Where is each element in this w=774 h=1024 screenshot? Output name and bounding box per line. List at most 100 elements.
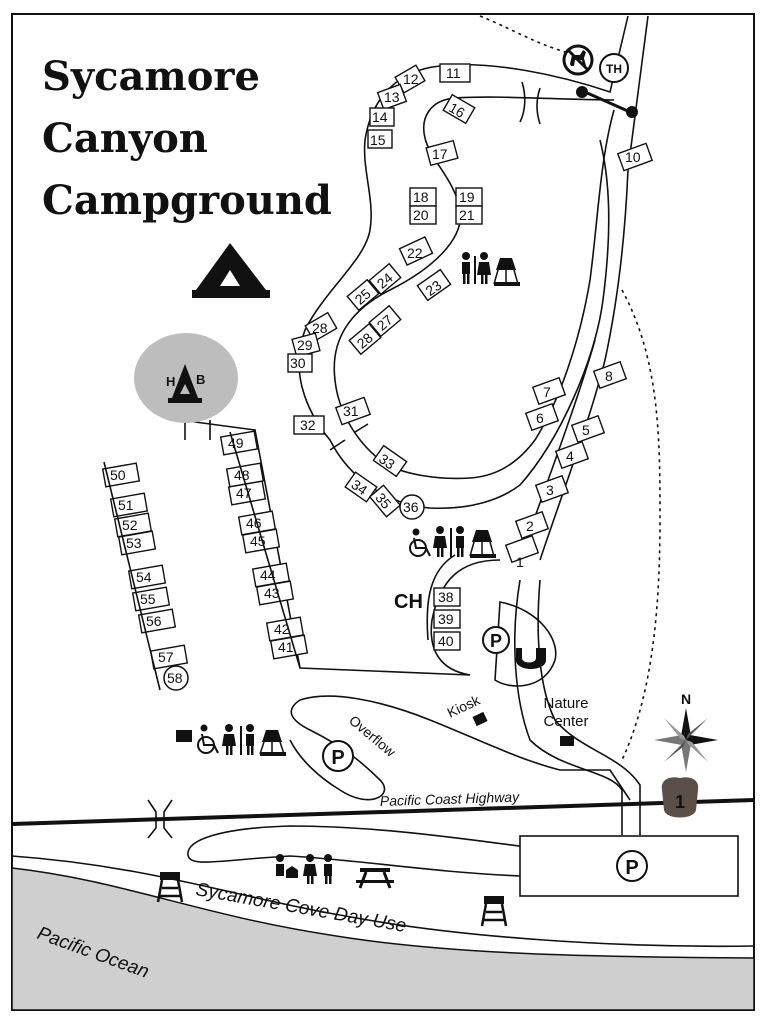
left-column-road <box>103 431 301 691</box>
site-1[interactable]: 1 <box>504 534 540 570</box>
day-use-parking-lot <box>519 835 739 897</box>
site-16[interactable]: 16 <box>442 93 476 125</box>
accessible-icon <box>197 724 219 754</box>
lifeguard-tower-icon <box>156 872 184 903</box>
restroom-shower-group-upper <box>462 252 520 286</box>
svg-text:TH: TH <box>606 62 622 76</box>
site-14[interactable]: 14 <box>369 107 395 127</box>
shower-icon <box>259 730 286 756</box>
site-58[interactable]: 58 <box>163 665 189 691</box>
site-29[interactable]: 29 <box>291 332 321 358</box>
svg-text:B: B <box>196 372 205 387</box>
overflow-lot <box>289 695 631 801</box>
svg-text:42: 42 <box>274 621 290 637</box>
site-11[interactable]: 11 <box>439 63 471 83</box>
site-45[interactable]: 45 <box>241 528 281 554</box>
day-use-restroom-group <box>276 854 332 884</box>
site-55[interactable]: 55 <box>131 586 171 612</box>
svg-text:11: 11 <box>446 65 461 81</box>
site-52[interactable]: 52 <box>113 512 153 538</box>
site-21[interactable]: 21 <box>455 205 483 225</box>
svg-text:Canyon: Canyon <box>42 115 208 162</box>
site-40[interactable]: 40 <box>433 631 461 651</box>
site-3[interactable]: 3 <box>534 474 570 504</box>
site-31[interactable]: 31 <box>334 396 372 426</box>
highway-bridge-left <box>147 799 173 839</box>
site-18[interactable]: 18 <box>409 187 437 207</box>
site-4[interactable]: 4 <box>554 440 590 470</box>
site-49[interactable]: 49 <box>219 430 259 456</box>
svg-text:32: 32 <box>300 417 316 433</box>
svg-text:Campground: Campground <box>42 177 332 224</box>
site-28b[interactable]: 28 <box>348 322 382 356</box>
north-label: N <box>681 691 691 707</box>
ch-label: CH <box>394 591 423 613</box>
svg-text:H: H <box>166 374 175 389</box>
svg-text:8: 8 <box>605 368 613 384</box>
site-42[interactable]: 42 <box>265 616 305 642</box>
restroom-icon <box>462 252 491 284</box>
nature-center-label-1: Nature <box>543 695 588 712</box>
site-56[interactable]: 56 <box>137 608 177 634</box>
nature-center-label-2: Center <box>543 713 588 730</box>
site-19[interactable]: 19 <box>455 187 483 207</box>
site-57[interactable]: 57 <box>149 644 189 670</box>
site-6[interactable]: 6 <box>524 402 560 432</box>
site-39[interactable]: 39 <box>433 609 461 629</box>
site-27[interactable]: 27 <box>368 304 402 338</box>
site-35[interactable]: 35 <box>368 484 402 518</box>
site-41[interactable]: 41 <box>269 634 309 660</box>
site-23[interactable]: 23 <box>416 268 452 302</box>
site-7[interactable]: 7 <box>531 376 567 406</box>
lower-road-inner <box>426 554 456 641</box>
site-53[interactable]: 53 <box>117 530 157 556</box>
svg-text:1: 1 <box>516 554 524 570</box>
site-36[interactable]: 36 <box>399 494 425 520</box>
lifeguard-tower-icon-2 <box>480 896 508 927</box>
hab-spur <box>184 420 211 440</box>
parking-crescent <box>494 601 557 687</box>
tent-icon <box>192 243 270 298</box>
site-50[interactable]: 50 <box>101 462 141 488</box>
site-10[interactable]: 10 <box>616 142 654 172</box>
svg-text:31: 31 <box>343 403 359 419</box>
nature-center-icon <box>560 736 574 746</box>
dump-station-icon <box>516 648 546 669</box>
svg-text:57: 57 <box>158 649 174 665</box>
site-46[interactable]: 46 <box>237 510 277 536</box>
svg-text:12: 12 <box>403 71 419 87</box>
site-33[interactable]: 33 <box>372 444 408 478</box>
parking-icon-overflow: P <box>322 740 354 772</box>
svg-text:53: 53 <box>126 535 142 551</box>
site-20[interactable]: 20 <box>409 205 437 225</box>
svg-text:56: 56 <box>146 613 162 629</box>
svg-text:47: 47 <box>236 485 252 501</box>
site-13[interactable]: 13 <box>376 83 408 111</box>
site-38[interactable]: 38 <box>433 587 461 607</box>
site-32[interactable]: 32 <box>293 415 325 435</box>
pacific-coast-highway <box>11 798 755 826</box>
parking-icon-day-use: P <box>616 850 648 882</box>
svg-text:58: 58 <box>167 670 183 686</box>
svg-text:5: 5 <box>582 422 590 438</box>
site-25[interactable]: 25 <box>346 278 380 312</box>
site-22[interactable]: 22 <box>398 235 434 267</box>
gate-icon <box>576 86 638 118</box>
site-24[interactable]: 24 <box>368 262 402 296</box>
site-8[interactable]: 8 <box>592 360 628 390</box>
site-54[interactable]: 54 <box>127 564 167 590</box>
site-15[interactable]: 15 <box>367 129 393 149</box>
highway-shield: 1 <box>661 777 699 818</box>
svg-text:16: 16 <box>446 99 468 121</box>
day-use-road <box>187 825 521 877</box>
site-2[interactable]: 2 <box>514 510 550 540</box>
site-51[interactable]: 51 <box>109 492 149 518</box>
site-5[interactable]: 5 <box>570 414 606 444</box>
site-30[interactable]: 30 <box>287 353 313 373</box>
svg-text:13: 13 <box>384 89 400 105</box>
svg-text:29: 29 <box>297 337 313 353</box>
svg-text:39: 39 <box>438 611 454 627</box>
picnic-table-icon <box>356 868 394 889</box>
site-17[interactable]: 17 <box>425 139 459 167</box>
